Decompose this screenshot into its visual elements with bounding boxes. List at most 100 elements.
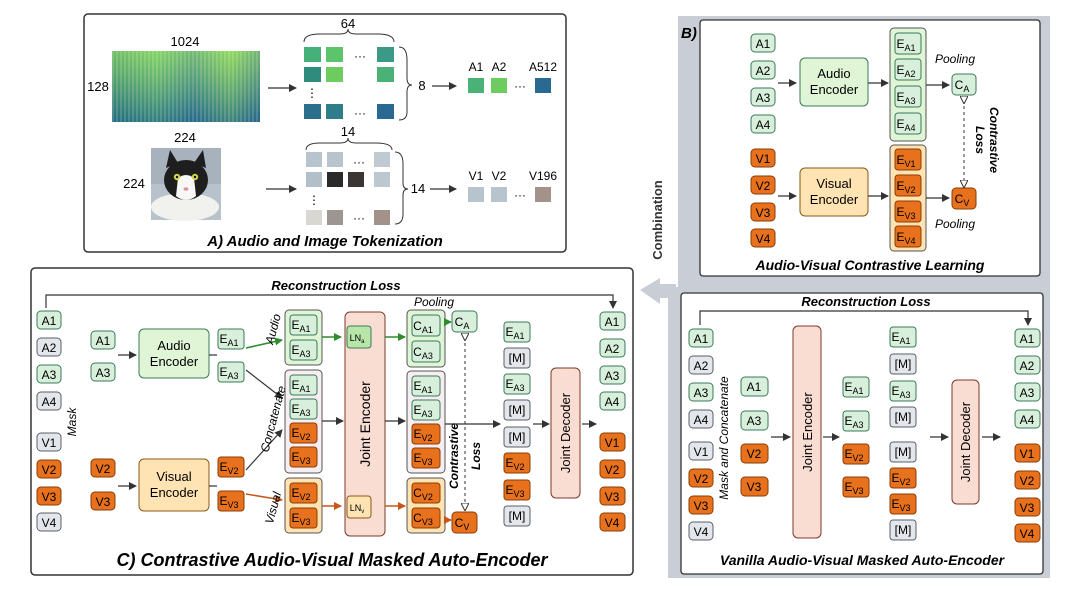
visual-token-patch xyxy=(491,187,507,202)
token-v3: V3 xyxy=(756,206,771,220)
recon-arrow-d xyxy=(699,310,1032,326)
c-in-v1: V1 xyxy=(42,436,57,450)
d-joint-encoder-label: Joint Encoder xyxy=(800,392,815,472)
visual-encoder-label-2: Encoder xyxy=(810,192,859,207)
c-d-m3: [M] xyxy=(509,430,526,444)
visual-encoder-label: Visual xyxy=(816,176,851,191)
pooled-ca-box xyxy=(951,73,977,96)
d-in-a1: A1 xyxy=(694,332,709,346)
visual-token-label-1: V1 xyxy=(469,169,484,183)
c-out-v4: V4 xyxy=(605,516,620,530)
panel-d: Vanilla Audio-Visual Masked Auto-Encoder… xyxy=(680,292,1044,575)
visual-token-label-2: V2 xyxy=(492,169,507,183)
panel-b-audio-embeds: EA1 EA2 EA3 EA4 xyxy=(894,32,922,135)
panel-c: C) Contrastive Audio-Visual Masked Auto-… xyxy=(30,267,634,576)
c-joint-encoder-box xyxy=(344,311,386,537)
audio-token-patch xyxy=(468,78,484,93)
audio-token-label-512: A512 xyxy=(529,60,557,74)
visual-token-patch xyxy=(535,187,551,202)
panel-a: A) Audio and Image Tokenization 1024 128… xyxy=(83,13,567,253)
panel-b-label: B) xyxy=(681,25,697,42)
d-out-a4: A4 xyxy=(1020,413,1035,427)
img-patches-cols-label: 14 xyxy=(341,124,355,139)
d-joint-decoder-box xyxy=(951,379,980,505)
ellipsis: ··· xyxy=(354,49,366,63)
c-in-a4: A4 xyxy=(42,395,57,409)
d-out-a1: A1 xyxy=(1020,332,1035,346)
img-patches-top-brace xyxy=(305,137,393,151)
d-kept-a3: A3 xyxy=(747,414,762,428)
c-out-a3: A3 xyxy=(605,369,620,383)
d-out-v1: V1 xyxy=(1020,447,1035,461)
ellipsis: ⋮ xyxy=(308,193,320,207)
c-encoder-outputs: EA1 EA3 EV2 EV3 xyxy=(217,328,245,512)
c-joint-decoder-box xyxy=(550,367,581,499)
c-ln-v-box xyxy=(346,495,372,519)
panel-d-title: Vanilla Audio-Visual Masked Auto-Encoder xyxy=(720,552,1006,568)
mask-label: Mask xyxy=(65,407,79,437)
c-d-m2: [M] xyxy=(509,403,526,417)
c-out-v1: V1 xyxy=(605,436,620,450)
panel-c-title: C) Contrastive Audio-Visual Masked Auto-… xyxy=(116,550,548,570)
c-kept-a3: A3 xyxy=(96,366,111,380)
panel-d-encoder-outputs: EA1 EA3 EV2 EV3 xyxy=(842,376,870,498)
image-height-label: 224 xyxy=(123,176,145,191)
panel-d-decoder-inputs: EA1 [M] EA3 [M] [M] EV2 EV3 [M] xyxy=(889,326,917,541)
cat-photo xyxy=(151,148,221,221)
c-ln-a: LNa xyxy=(350,333,366,345)
contrastive-label-b: Contrastive xyxy=(987,107,1001,173)
c-kept-v3: V3 xyxy=(96,495,111,509)
ellipsis: ··· xyxy=(353,211,365,225)
c-pooled-cv-box xyxy=(451,511,478,534)
c-decoder-inputs: EA1 [M] EA3 [M] [M] EV2 EV3 [M] xyxy=(503,321,531,527)
panel-c-output-tokens: A1 A2 A3 A4 V1 V2 V3 V4 xyxy=(599,311,626,532)
audio-encoder-label: Audio xyxy=(817,66,850,81)
c-audio-encoder-box xyxy=(138,328,210,379)
audio-token-label-2: A2 xyxy=(492,60,507,74)
c-ln-a-box xyxy=(346,325,372,349)
c-out-a2: A2 xyxy=(605,342,620,356)
c-stream-tokens: EA1 EA3 EA1 EA3 EV2 EV3 EV2 EV3 xyxy=(289,314,318,529)
c-ln-v: LNv xyxy=(350,503,365,515)
image-patch-grid xyxy=(306,152,390,225)
c-visual-encoder-label: Visual xyxy=(156,469,191,484)
panel-d-output-tokens: A1 A2 A3 A4 V1 V2 V3 V4 xyxy=(1014,328,1041,543)
recon-label-c: Reconstruction Loss xyxy=(271,278,400,293)
panel-d-input-tokens: A1 A2 A3 A4 V1 V2 V3 V4 xyxy=(688,328,714,541)
d-in-v3: V3 xyxy=(694,499,709,513)
d-d-m3: [M] xyxy=(895,445,912,459)
arrow-c-visual-to-concat xyxy=(245,429,283,471)
token-v2: V2 xyxy=(756,179,771,193)
d-out-v3: V3 xyxy=(1020,501,1035,515)
d-in-v1: V1 xyxy=(694,445,709,459)
ellipsis: ··· xyxy=(514,188,526,202)
combination-arrow xyxy=(640,278,676,304)
c-in-v4: V4 xyxy=(42,516,57,530)
c-contrastive-label: Contrastive xyxy=(447,423,461,489)
img-patches-rows-label: 14 xyxy=(411,181,425,196)
d-kept-v3: V3 xyxy=(747,480,762,494)
c-joint-encoder-label: Joint Encoder xyxy=(357,381,373,467)
token-v1: V1 xyxy=(756,152,771,166)
ellipsis: ··· xyxy=(514,79,526,93)
d-out-v4: V4 xyxy=(1020,527,1035,541)
d-d-m2: [M] xyxy=(895,410,912,424)
c-out-a1: A1 xyxy=(605,315,620,329)
panel-c-input-tokens: A1 A2 A3 A4 V1 V2 V3 V4 xyxy=(36,310,62,532)
token-a4: A4 xyxy=(756,118,771,132)
panel-b-visual-embeds: EV1 EV2 EV3 EV4 xyxy=(894,148,922,248)
panel-a-title: A) Audio and Image Tokenization xyxy=(206,233,443,250)
d-kept-a1: A1 xyxy=(747,380,762,394)
pooling-label-visual: Pooling xyxy=(935,217,975,231)
c-in-a2: A2 xyxy=(42,341,57,355)
d-in-v4: V4 xyxy=(694,525,709,539)
token-a3: A3 xyxy=(756,91,771,105)
c-in-v2: V2 xyxy=(42,463,57,477)
token-a1: A1 xyxy=(756,37,771,51)
audio-token-patch xyxy=(535,78,551,93)
panel-b-audio-tokens: A1 A2 A3 A4 xyxy=(750,33,776,134)
c-out-a4: A4 xyxy=(605,395,620,409)
recon-arrow-c xyxy=(45,294,617,309)
mask-concat-label: Mask and Concatenate xyxy=(717,376,731,500)
